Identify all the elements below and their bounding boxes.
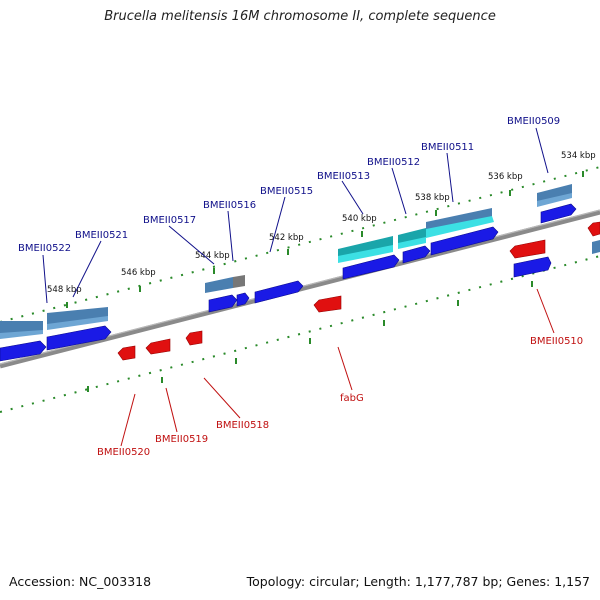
gene-label-bmeii0520: BMEII0520 <box>97 447 150 458</box>
kbp-label-548: 548 kbp <box>47 285 82 295</box>
accession-text: Accession: NC_003318 <box>9 574 152 589</box>
gene-arrow <box>540 203 577 224</box>
kbp-label-540: 540 kbp <box>342 214 377 224</box>
gene-arrow <box>342 254 400 280</box>
gene-label-fabg: fabG <box>340 393 364 404</box>
gene-label-bmeii0522: BMEII0522 <box>18 243 71 254</box>
kbp-label-534: 534 kbp <box>561 151 596 161</box>
upper-tick-track <box>0 166 600 323</box>
kbp-label-538: 538 kbp <box>415 193 450 203</box>
kbp-label-544: 544 kbp <box>195 251 230 261</box>
gene-bar <box>537 193 572 207</box>
gene-label-bmeii0509: BMEII0509 <box>507 116 560 127</box>
gene-bar <box>338 245 393 263</box>
gene-label-bmeii0510: BMEII0510 <box>530 336 583 347</box>
gene-arrow <box>185 330 203 346</box>
gene-arrow <box>402 245 431 264</box>
lower-tick-track <box>0 255 600 413</box>
gene-arrow <box>313 295 342 313</box>
gene-label-bmeii0517: BMEII0517 <box>143 215 196 226</box>
gene-bar <box>205 277 233 293</box>
gene-bar <box>592 240 600 254</box>
gene-label-bmeii0518: BMEII0518 <box>216 420 269 431</box>
gene-label-bmeii0515: BMEII0515 <box>260 186 313 197</box>
gene-label-bmeii0519: BMEII0519 <box>155 434 208 445</box>
kbp-label-546: 546 kbp <box>121 268 156 278</box>
kbp-label-536: 536 kbp <box>488 172 523 182</box>
gene-arrow <box>513 256 552 278</box>
major-ticks <box>66 171 584 392</box>
topology-text: Topology: circular; Length: 1,177,787 bp… <box>246 574 590 589</box>
gene-arrow <box>236 292 250 307</box>
gene-bar <box>398 237 426 249</box>
gene-arrow <box>254 280 304 304</box>
forward-genes <box>0 203 577 362</box>
gene-label-bmeii0511: BMEII0511 <box>421 142 474 153</box>
gene-label-bmeii0513: BMEII0513 <box>317 171 370 182</box>
gene-arrow <box>430 226 499 256</box>
gene-arrow <box>208 294 238 313</box>
gene-arrow <box>0 340 47 362</box>
gene-label-bmeii0512: BMEII0512 <box>367 157 420 168</box>
gene-arrow <box>46 325 112 351</box>
upper-genes <box>0 184 600 339</box>
gene-label-bmeii0521: BMEII0521 <box>75 230 128 241</box>
leader-lines <box>42 127 555 447</box>
gene-bar <box>47 316 108 330</box>
kbp-label-542: 542 kbp <box>269 233 304 243</box>
gene-arrow <box>509 239 546 259</box>
gene-arrow <box>145 338 171 355</box>
gene-bar <box>0 330 43 339</box>
gene-bar <box>233 275 245 288</box>
gene-arrow <box>117 345 136 361</box>
gene-arrow <box>587 221 600 237</box>
reverse-genes <box>117 221 600 361</box>
gene-bar <box>426 216 494 238</box>
gene-bar <box>426 208 492 230</box>
map-title: Brucella melitensis 16M chromosome II, c… <box>104 9 496 24</box>
gene-label-bmeii0516: BMEII0516 <box>203 200 256 211</box>
gene-bar <box>537 184 572 203</box>
